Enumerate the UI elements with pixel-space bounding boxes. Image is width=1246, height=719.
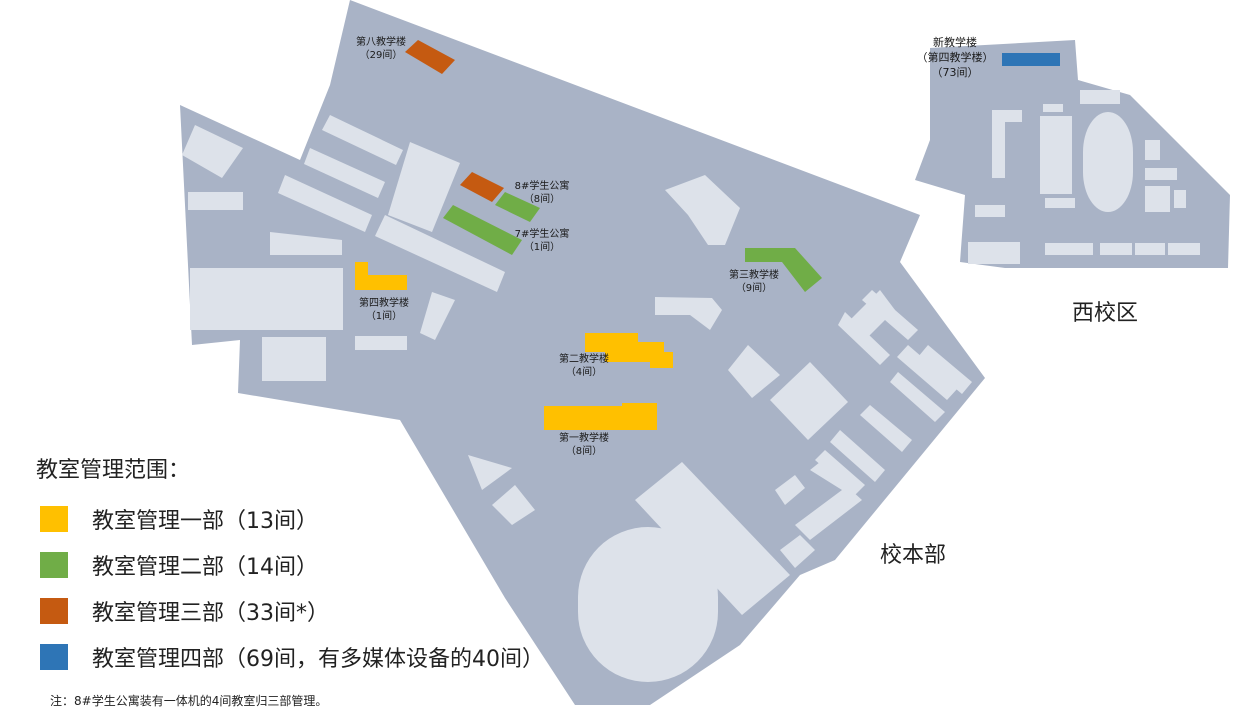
label-building-4: 第四教学楼 （1间） <box>359 297 409 323</box>
building-3-name: 第三教学楼 <box>729 270 779 281</box>
legend-item-dept4: 教室管理四部（69间，有多媒体设备的40间） <box>40 642 544 672</box>
legend-item-dept3: 教室管理三部（33间*） <box>40 596 329 626</box>
building-3-count: （9间） <box>735 283 773 294</box>
footnote: 注：8#学生公寓装有一体机的4间教室归三部管理。 <box>50 694 328 708</box>
building-2-dept1 <box>585 333 673 368</box>
highlighted-buildings <box>355 40 1060 430</box>
label-dorm-7: 7#学生公寓 （1间） <box>515 228 570 254</box>
new-building-count: （73间） <box>931 66 979 79</box>
dorm-8-dept3 <box>460 172 504 202</box>
building-4-dept1 <box>355 262 407 290</box>
building-8-dept3 <box>405 40 455 74</box>
new-building-sub: （第四教学楼） <box>916 51 994 64</box>
building-1-name: 第一教学楼 <box>559 433 609 444</box>
building-4-count: （1间） <box>365 311 403 322</box>
legend-label-dept4: 教室管理四部（69间，有多媒体设备的40间） <box>92 647 544 672</box>
main-campus-buildings <box>182 115 972 682</box>
dorm-7-dept2 <box>443 205 522 255</box>
dorm-8-dept2 <box>495 192 540 222</box>
building-3-dept2 <box>745 248 822 292</box>
legend-swatch-dept3 <box>40 598 68 624</box>
building-2-name: 第二教学楼 <box>559 354 609 365</box>
new-building-dept4 <box>1002 53 1060 66</box>
building-4-name: 第四教学楼 <box>359 298 409 309</box>
legend-label-dept2: 教室管理二部（14间） <box>92 555 318 580</box>
label-new-building: 新教学楼 （第四教学楼） （73间） <box>917 35 994 80</box>
campus-label-west: 西校区 <box>1072 301 1139 326</box>
building-8-count: （29间） <box>359 50 403 61</box>
west-campus-buildings <box>968 90 1200 264</box>
legend-item-dept1: 教室管理一部（13间） <box>40 504 318 534</box>
label-building-3: 第三教学楼 （9间） <box>729 269 779 295</box>
building-8-name: 第八教学楼 <box>356 37 406 48</box>
dorm-8-count: （8间） <box>523 194 561 205</box>
dorm-7-name: 7#学生公寓 <box>514 229 570 240</box>
label-building-8: 第八教学楼 （29间） <box>356 36 406 62</box>
legend-label-dept3: 教室管理三部（33间*） <box>92 601 329 626</box>
new-building-name: 新教学楼 <box>933 36 977 49</box>
dorm-8-name: 8#学生公寓 <box>514 181 570 192</box>
legend-swatch-dept4 <box>40 644 68 670</box>
legend-title: 教室管理范围： <box>36 458 191 483</box>
legend-label-dept1: 教室管理一部（13间） <box>92 509 318 534</box>
building-1-count: （8间） <box>565 446 603 457</box>
legend-swatch-dept1 <box>40 506 68 532</box>
label-building-1: 第一教学楼 （8间） <box>559 432 609 458</box>
building-2-count: （4间） <box>565 367 603 378</box>
main-campus-area <box>180 0 985 705</box>
label-building-2: 第二教学楼 （4间） <box>559 353 609 379</box>
label-dorm-8: 8#学生公寓 （8间） <box>515 180 570 206</box>
building-1-dept1 <box>544 403 657 430</box>
legend-swatch-dept2 <box>40 552 68 578</box>
dorm-7-count: （1间） <box>523 242 561 253</box>
campus-label-main: 校本部 <box>880 543 947 568</box>
legend-item-dept2: 教室管理二部（14间） <box>40 550 318 580</box>
